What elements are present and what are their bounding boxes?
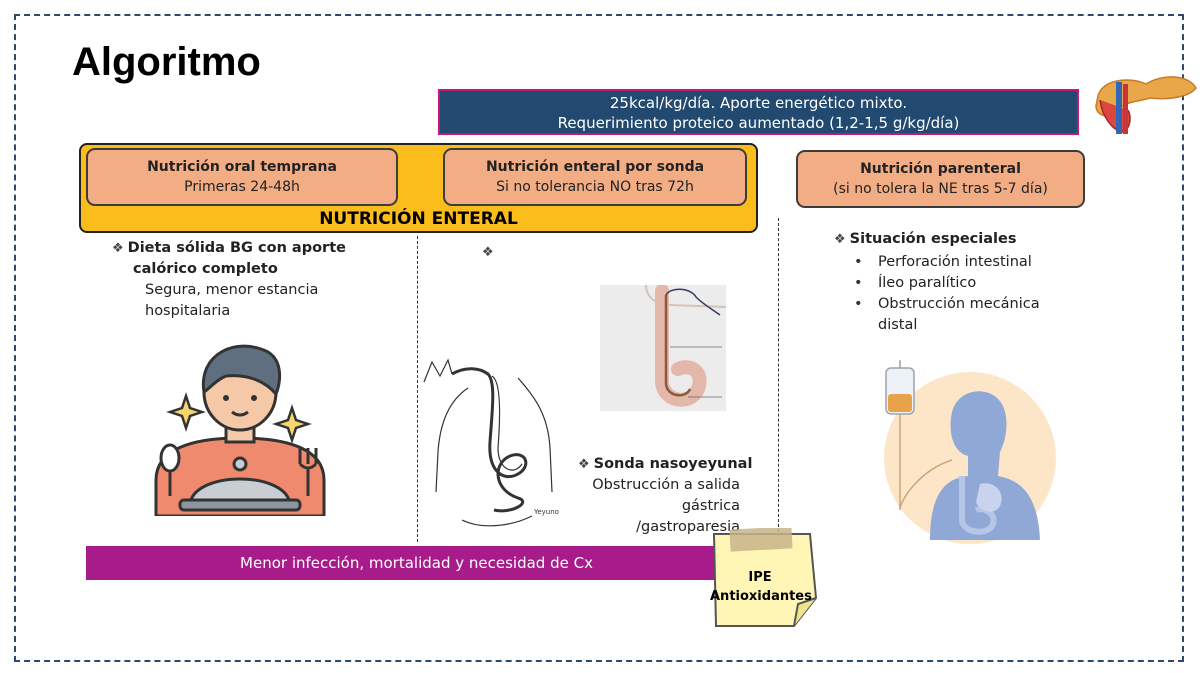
diner-illustration <box>154 344 326 516</box>
special-item-3: Obstrucción mecánica <box>834 294 1134 315</box>
pancreas-icon <box>1095 76 1197 134</box>
special-item-1: Perforación intestinal <box>834 252 1134 273</box>
outcomes-bar: Menor infección, mortalidad y necesidad … <box>86 546 747 580</box>
card-oral-title: Nutrición oral temprana <box>147 159 337 175</box>
special-item-3-cont: distal <box>878 317 918 333</box>
card-tube-title: Nutrición enteral por sonda <box>485 159 705 175</box>
card-tube-sub: Si no tolerancia NO tras 72h <box>496 179 694 195</box>
oral-diet-section: ❖Dieta sólida BG con aporte calórico com… <box>112 238 402 322</box>
diamond-bullet-icon: ❖ <box>578 457 590 472</box>
sticky-note-icon <box>712 528 818 627</box>
diamond-bullet-icon: ❖ <box>482 245 494 260</box>
column-divider-1 <box>417 236 418 542</box>
banner-line-2: Requerimiento proteico aumentado (1,2-1,… <box>557 114 960 132</box>
nasojejunal-line-2: gástrica /gastroparesia <box>636 498 740 535</box>
nasojejunal-line-1: Obstrucción a salida <box>592 477 740 493</box>
nasogastric-diagram <box>600 285 726 411</box>
sticky-note: IPE Antioxidantes <box>710 528 820 630</box>
diamond-bullet-icon: ❖ <box>112 241 124 256</box>
jejunum-label: Yeyuno <box>533 508 559 516</box>
card-parenteral-sub: (si no tolera la NE tras 5-7 día) <box>833 181 1048 197</box>
card-oral-nutrition: Nutrición oral temprana Primeras 24-48h <box>86 148 398 206</box>
note-line-1: IPE <box>748 570 772 585</box>
oral-diet-sub-1: Segura, menor estancia <box>145 282 319 298</box>
oral-diet-heading-1: Dieta sólida BG con aporte <box>127 240 346 256</box>
diamond-bullet-icon: ❖ <box>834 232 846 247</box>
column-divider-2 <box>778 218 779 532</box>
enteral-nutrition-label: NUTRICIÓN ENTERAL <box>319 209 518 229</box>
nasogastric-section: ❖ <box>482 242 772 263</box>
nasojejunal-title: Sonda nasoyeyunal <box>593 456 753 472</box>
card-oral-sub: Primeras 24-48h <box>184 179 300 195</box>
special-situations-section: ❖Situación especiales Perforación intest… <box>834 229 1134 336</box>
nasojejunal-section: ❖Sonda nasoyeyunal Obstrucción a salida … <box>578 454 768 538</box>
card-parenteral-title: Nutrición parenteral <box>860 161 1021 177</box>
special-situations-heading: Situación especiales <box>849 231 1017 247</box>
card-parenteral-nutrition: Nutrición parenteral (si no tolera la NE… <box>796 150 1085 208</box>
special-item-2: Íleo paralítico <box>834 273 1134 294</box>
slide-frame <box>14 14 1184 662</box>
nasojejunal-diagram: Yeyuno <box>423 358 559 527</box>
oral-diet-heading-2: calórico completo <box>133 261 278 277</box>
page-title: Algoritmo <box>72 40 261 84</box>
energy-requirement-banner: 25kcal/kg/día. Aporte energético mixto. … <box>438 89 1079 135</box>
card-tube-nutrition: Nutrición enteral por sonda Si no tolera… <box>443 148 747 206</box>
note-line-2: Antioxidantes <box>710 589 812 604</box>
iv-bag-body-illustration <box>884 360 1056 544</box>
banner-line-1: 25kcal/kg/día. Aporte energético mixto. <box>609 94 908 112</box>
oral-diet-sub-2: hospitalaria <box>145 303 231 319</box>
